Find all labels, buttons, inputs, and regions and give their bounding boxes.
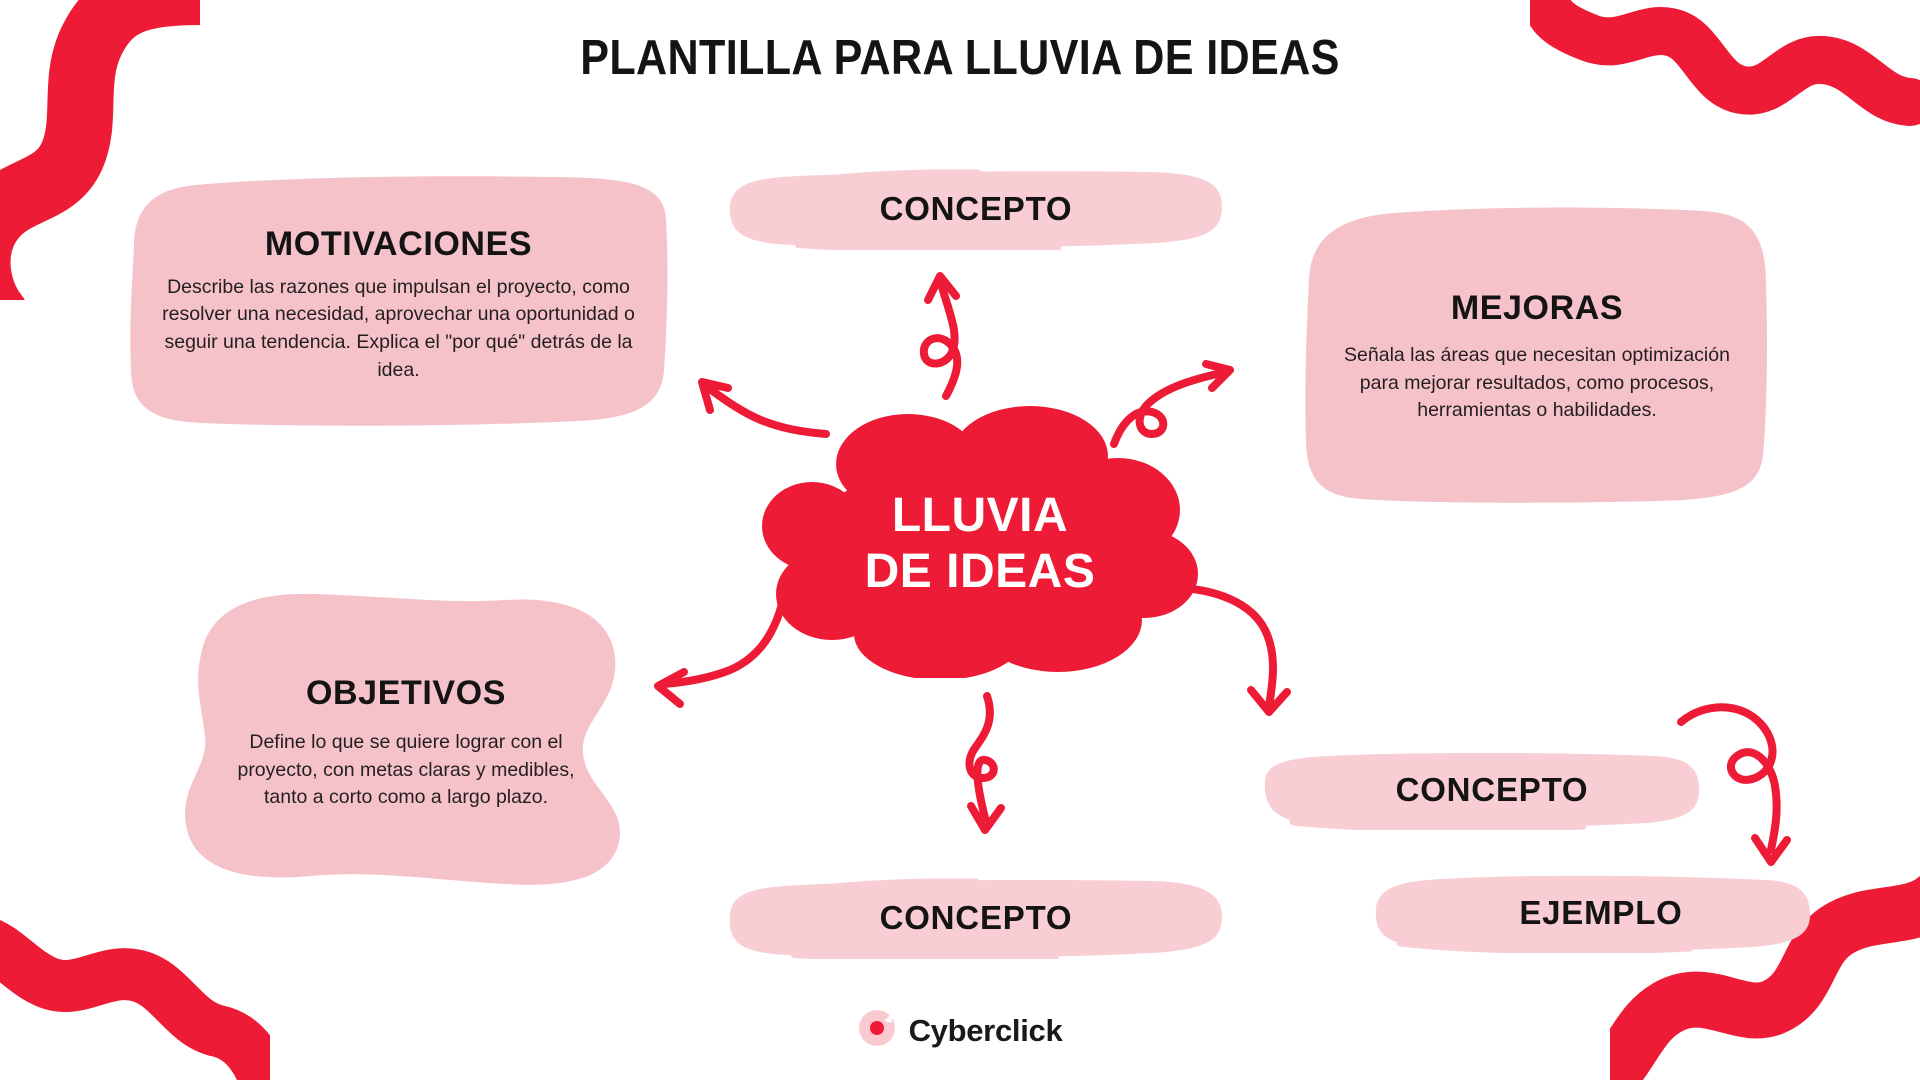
- central-cloud-background: [758, 398, 1202, 680]
- pill-ejemplo[interactable]: EJEMPLO: [1374, 873, 1812, 955]
- card-objetivos-body: Define lo que se quiere lograr con el pr…: [237, 730, 575, 809]
- arrow-down-to-concepto: [955, 690, 1025, 845]
- footer-logo: Cyberclick: [0, 1009, 1920, 1052]
- card-mejoras-body: Señala las áreas que necesitan optimizac…: [1344, 343, 1730, 422]
- pill-concepto-bottom-label: CONCEPTO: [879, 899, 1073, 936]
- card-mejoras-background: [1303, 205, 1771, 505]
- central-cloud-line1: LLUVIA: [891, 489, 1069, 543]
- card-motivaciones: MOTIVACIONES Describe las razones que im…: [126, 175, 671, 430]
- cyberclick-mark-icon: [858, 1009, 896, 1052]
- cyberclick-wordmark: Cyberclick: [908, 1012, 1063, 1048]
- page-title: PLANTILLA PARA LLUVIA DE IDEAS: [580, 31, 1340, 85]
- card-motivaciones-background: [126, 175, 671, 430]
- card-motivaciones-title: MOTIVACIONES: [264, 224, 533, 263]
- card-motivaciones-body: Describe las razones que impulsan el pro…: [162, 275, 635, 381]
- pill-concepto-right[interactable]: CONCEPTO: [1263, 750, 1701, 833]
- pill-concepto-bottom[interactable]: CONCEPTO: [728, 877, 1224, 963]
- pill-concepto-bottom-background: [728, 877, 1224, 963]
- card-mejoras-title: MEJORAS: [1450, 288, 1624, 327]
- pill-concepto-right-label: CONCEPTO: [1395, 771, 1589, 808]
- card-objetivos-background: [175, 590, 645, 890]
- pill-concepto-top[interactable]: CONCEPTO: [728, 168, 1224, 253]
- central-cloud-line2: DE IDEAS: [864, 545, 1096, 598]
- pill-ejemplo-label: EJEMPLO: [1519, 894, 1683, 931]
- central-cloud-text: LLUVIA DE IDEAS: [758, 398, 1202, 678]
- card-mejoras: MEJORAS Señala las áreas que necesitan o…: [1303, 205, 1771, 505]
- pill-ejemplo-background: [1374, 873, 1812, 955]
- central-cloud: LLUVIA DE IDEAS: [758, 398, 1202, 680]
- pill-concepto-top-background: [728, 168, 1224, 253]
- pill-concepto-right-background: [1263, 750, 1701, 833]
- arrow-up-to-concepto: [900, 270, 990, 405]
- card-objetivos: OBJETIVOS Define lo que se quiere lograr…: [175, 590, 645, 890]
- pill-concepto-top-label: CONCEPTO: [879, 190, 1073, 227]
- card-objetivos-title: OBJETIVOS: [305, 673, 506, 712]
- decorative-ribbon-bottom-left: [0, 895, 292, 1080]
